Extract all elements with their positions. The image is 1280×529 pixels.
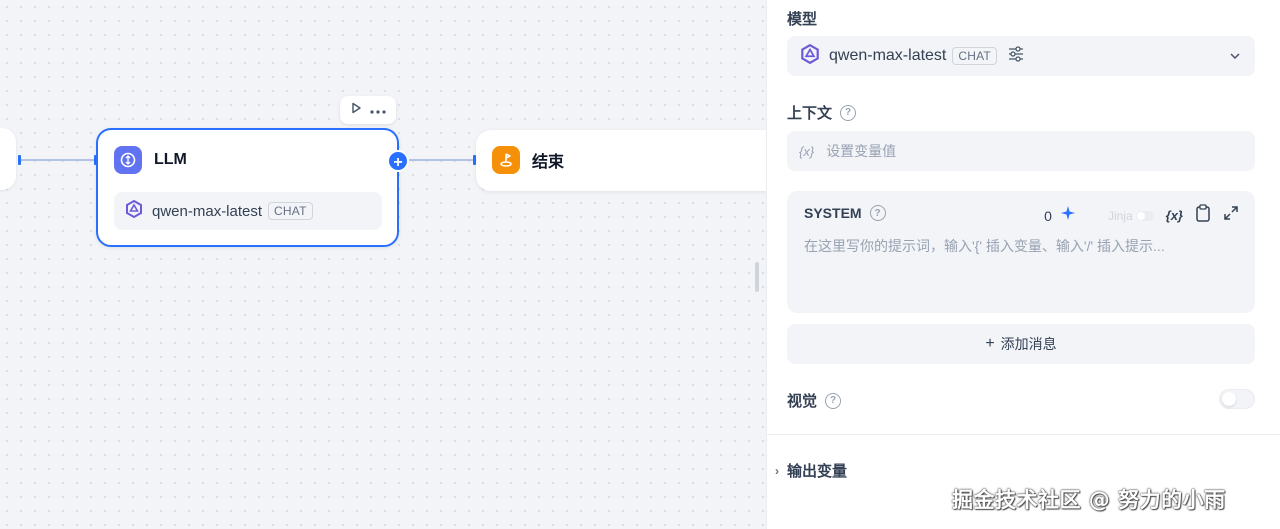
divider [767, 434, 1280, 435]
llm-node-title: LLM [154, 151, 187, 168]
panel-resize-handle[interactable] [755, 262, 759, 292]
help-icon[interactable]: ? [840, 104, 857, 121]
model-label: 模型 [787, 11, 818, 28]
system-header: SYSTEM ? [804, 205, 886, 221]
jinja-label: Jinja [1107, 208, 1133, 223]
chevron-down-icon[interactable] [1229, 49, 1241, 67]
end-node[interactable]: 结束 [476, 130, 766, 191]
plus-icon: + [985, 335, 995, 352]
node-settings-panel: 模型 qwen-max-latest CHAT 上下文 ? {x} 设置变量值 … [766, 0, 1280, 529]
token-count: 0 [1044, 207, 1052, 224]
context-label: 上下文 [787, 105, 833, 122]
llm-node[interactable]: LLM qwen-max-latest CHAT [96, 128, 399, 247]
context-section-label: 上下文 ? [787, 102, 857, 123]
add-message-button[interactable]: + 添加消息 [787, 324, 1255, 364]
model-selector[interactable]: qwen-max-latest CHAT [787, 36, 1255, 76]
expand-icon[interactable] [1223, 205, 1239, 226]
variable-icon: {x} [799, 143, 815, 159]
edge-start-llm [20, 159, 96, 161]
settings-sliders-icon[interactable] [1007, 45, 1025, 67]
context-variable-input[interactable]: {x} 设置变量值 [787, 131, 1255, 171]
jinja-switch[interactable] [1135, 210, 1154, 221]
llm-node-model: qwen-max-latest CHAT [114, 192, 382, 230]
vision-label: 视觉 [787, 393, 818, 410]
llm-icon [114, 146, 142, 174]
help-icon[interactable]: ? [869, 205, 886, 221]
edge-llm-end [409, 159, 476, 161]
selected-model-name: qwen-max-latest [829, 47, 947, 64]
model-section-label: 模型 [787, 8, 817, 29]
end-node-title: 结束 [532, 154, 565, 171]
help-icon[interactable]: ? [825, 392, 842, 409]
play-icon[interactable] [350, 101, 362, 119]
llm-node-model-name: qwen-max-latest [152, 202, 263, 220]
more-icon[interactable] [370, 101, 386, 119]
end-target-port[interactable] [473, 155, 476, 165]
end-icon [492, 146, 520, 174]
model-tag: CHAT [952, 47, 997, 65]
llm-node-model-tag: CHAT [268, 202, 313, 220]
chevron-right-icon: › [775, 463, 779, 478]
sparkle-icon[interactable] [1060, 205, 1076, 226]
system-toolbar: 0 Jinja {x} [1044, 204, 1239, 227]
insert-variable-icon[interactable]: {x} [1165, 208, 1183, 223]
previous-node[interactable] [0, 128, 16, 190]
vision-section-label: 视觉 ? [787, 390, 842, 411]
node-toolbar [340, 96, 396, 124]
watermark: 掘金技术社区 @ 努力的小雨 [952, 488, 1226, 512]
system-prompt-editor[interactable]: SYSTEM ? 0 Jinja {x} 在这里写你的提示词，输入'{' 插入变… [787, 191, 1255, 313]
system-placeholder: 在这里写你的提示词，输入'{' 插入变量、输入'/' 插入提示... [804, 238, 1165, 254]
source-port[interactable] [18, 155, 21, 165]
add-message-label: 添加消息 [1000, 336, 1057, 352]
vision-toggle[interactable] [1219, 389, 1255, 409]
workflow-canvas[interactable]: LLM qwen-max-latest CHAT + 结束 [0, 0, 766, 529]
output-variables-label: 输出变量 [787, 463, 848, 480]
qwen-logo-icon [124, 199, 144, 224]
clipboard-icon[interactable] [1195, 204, 1211, 227]
context-placeholder: 设置变量值 [826, 143, 897, 159]
qwen-logo-icon [799, 43, 821, 70]
system-label: SYSTEM [804, 205, 862, 221]
add-node-button[interactable]: + [387, 150, 409, 172]
output-variables-toggle[interactable]: › 输出变量 [775, 460, 847, 481]
llm-target-port[interactable] [94, 155, 97, 165]
jinja-toggle[interactable]: Jinja [1108, 209, 1154, 223]
